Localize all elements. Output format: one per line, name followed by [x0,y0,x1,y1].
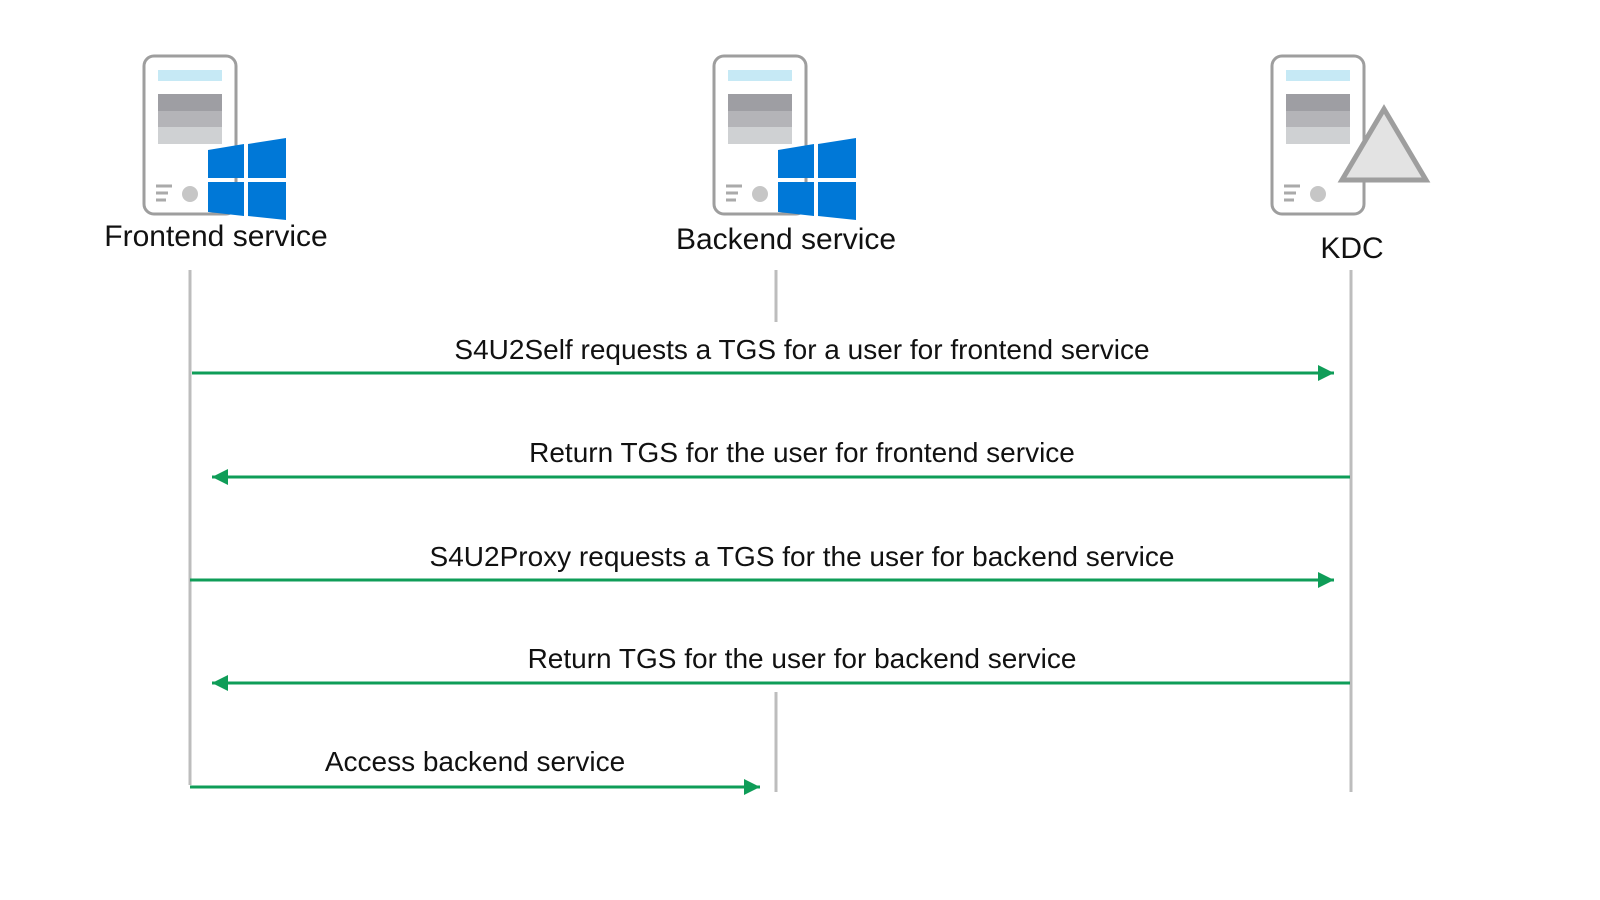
windows-logo-icon [208,138,286,220]
windows-logo-icon [778,138,856,220]
actor-label-kdc: KDC [1320,232,1384,265]
message-label-1: S4U2Self requests a TGS for a user for f… [454,334,1150,365]
message-label-2: Return TGS for the user for frontend ser… [529,437,1075,468]
kdc-server-icon [1270,54,1366,216]
message-label-4: Return TGS for the user for backend serv… [527,643,1077,674]
actor-label-frontend: Frontend service [104,220,328,253]
actor-label-backend: Backend service [675,223,897,256]
message-label-3: S4U2Proxy requests a TGS for the user fo… [429,541,1175,572]
message-label-5: Access backend service [324,746,626,777]
triangle-icon [1337,104,1431,183]
